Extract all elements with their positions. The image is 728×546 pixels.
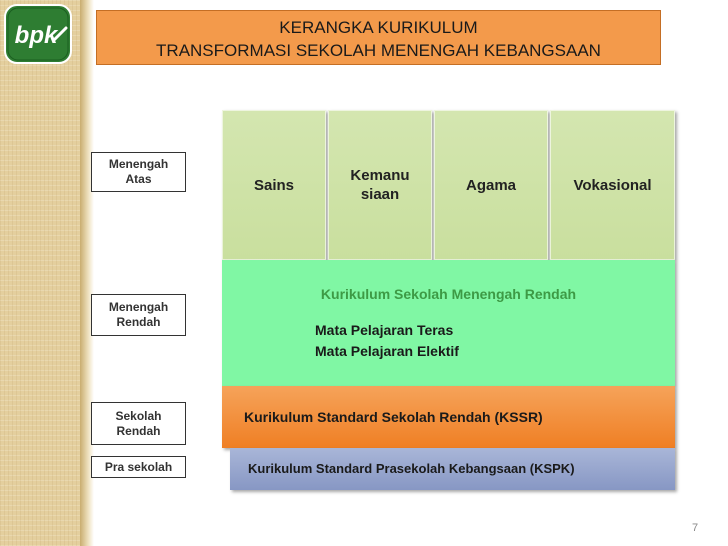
level-label-text: Rendah — [116, 315, 161, 329]
kssm-elective-subjects: Mata Pelajaran Elektif — [315, 343, 459, 359]
title-line-1: KERANGKA KURIKULUM — [279, 18, 478, 37]
bpk-logo: bpk — [4, 4, 72, 64]
stream-label: Kemanu — [350, 167, 410, 184]
kssm-core-subjects: Mata Pelajaran Teras — [315, 322, 454, 338]
title-line-2: TRANSFORMASI SEKOLAH MENENGAH KEBANGSAAN — [156, 41, 601, 60]
kssm-box: Kurikulum Sekolah Menengah Rendah Mata P… — [222, 260, 675, 386]
stream-label: siaan — [360, 186, 400, 203]
kspk-box: Kurikulum Standard Prasekolah Kebangsaan… — [230, 448, 675, 490]
level-label-text: Sekolah — [115, 408, 162, 423]
page-number: 7 — [692, 522, 699, 534]
kssm-subject-list: Mata Pelajaran Teras Mata Pelajaran Elek… — [315, 320, 459, 362]
decorative-left-strip — [0, 0, 80, 546]
page-title: KERANGKA KURIKULUM TRANSFORMASI SEKOLAH … — [96, 10, 661, 65]
stream-agama: Agama — [434, 110, 548, 260]
level-label-menengah-atas: Menengah Atas — [91, 152, 186, 192]
stream-label: Vokasional — [573, 176, 652, 194]
level-label-text: Pra sekolah — [104, 459, 173, 474]
stream-sains: Sains — [222, 110, 326, 260]
stream-label: Sains — [253, 176, 295, 194]
level-label-menengah-rendah: Menengah Rendah — [91, 294, 186, 336]
level-label-text: Rendah — [116, 423, 161, 438]
logo-text: bpk — [15, 22, 59, 49]
kssr-box: Kurikulum Standard Sekolah Rendah (KSSR) — [222, 386, 675, 448]
level-label-pra-sekolah: Pra sekolah — [91, 456, 186, 478]
level-label-text: Menengah — [108, 300, 169, 314]
stream-label: Agama — [465, 176, 517, 194]
level-label-sekolah-rendah: Sekolah Rendah — [91, 402, 186, 445]
stream-kemanusiaan: Kemanu siaan — [328, 110, 432, 260]
stream-vokasional: Vokasional — [550, 110, 675, 260]
decorative-strip-edge — [80, 0, 94, 546]
level-label-text: Atas — [125, 172, 152, 186]
level-label-text: Menengah — [108, 157, 169, 171]
kssm-title: Kurikulum Sekolah Menengah Rendah — [320, 286, 577, 302]
